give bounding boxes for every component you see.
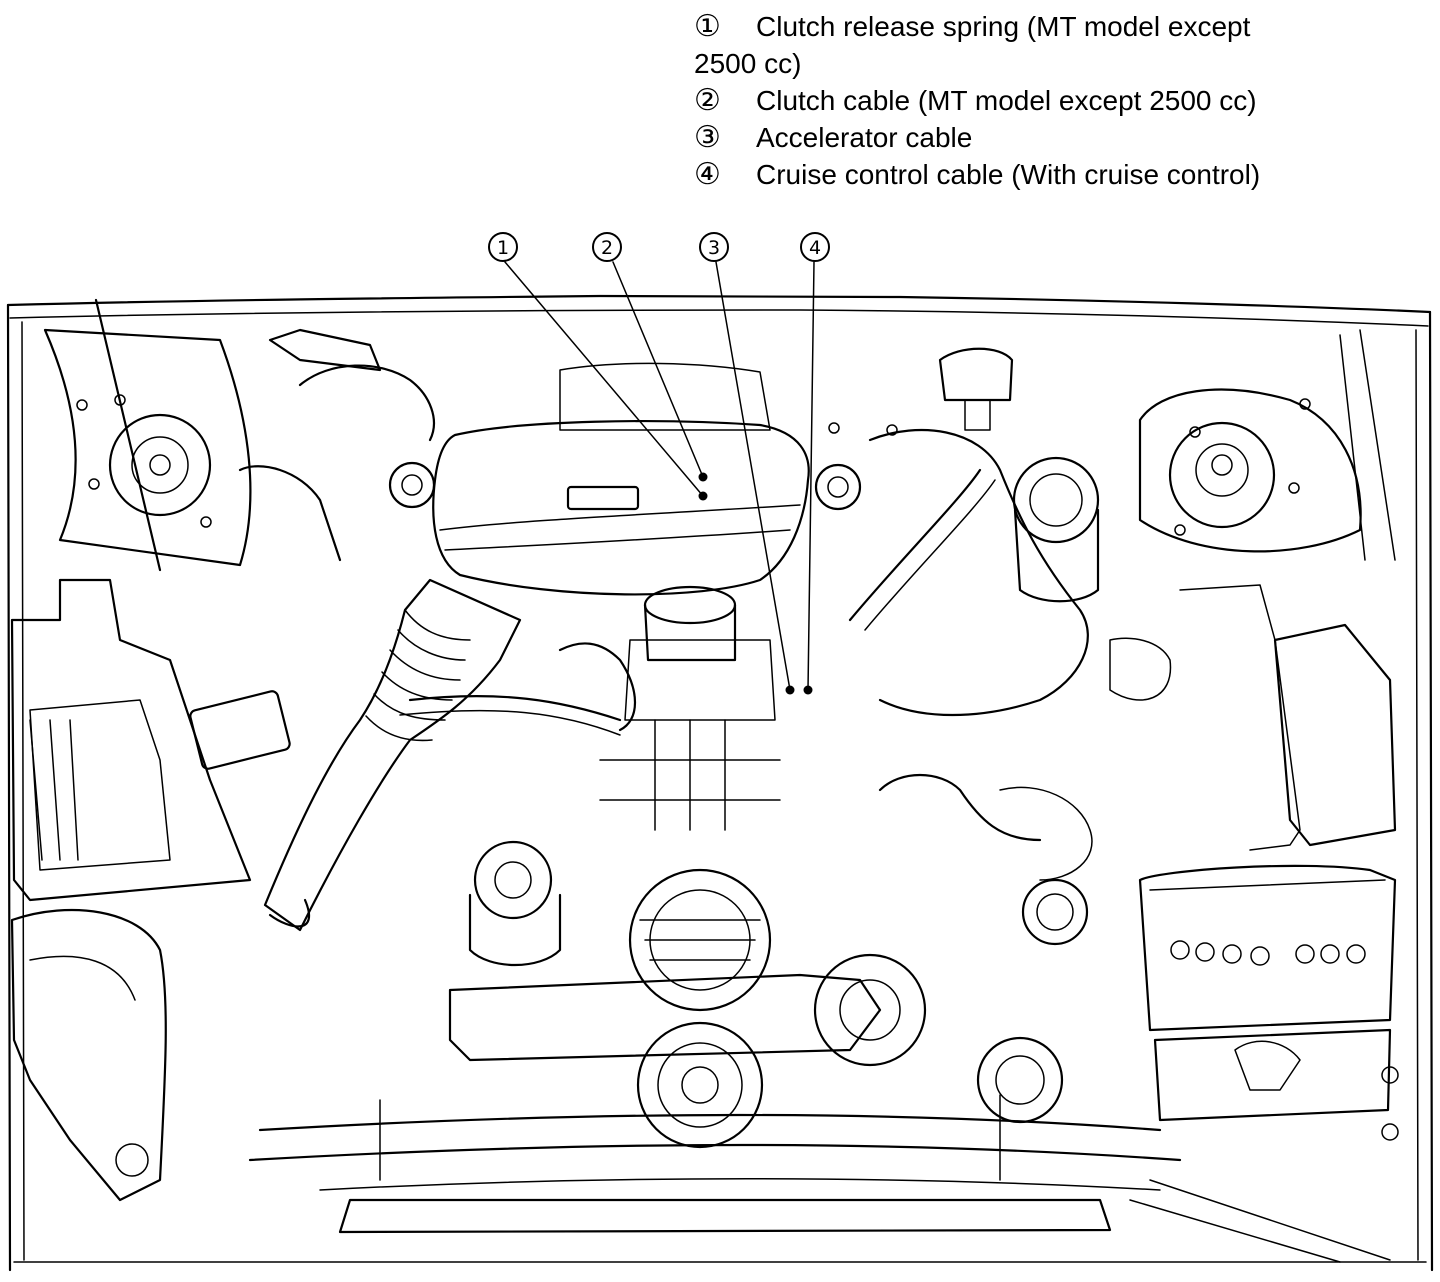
engine-bay-frame (6, 294, 1434, 1272)
legend-item-4: ④ Cruise control cable (With cruise cont… (694, 156, 1394, 193)
callout-4: 4 (800, 232, 830, 262)
legend-text-1-continuation: 2500 cc) (694, 48, 802, 79)
callout-1: 1 (488, 232, 518, 262)
air-intake-duct (263, 578, 522, 932)
callout-2-number: 2 (601, 237, 613, 259)
legend-text-4: Cruise control cable (With cruise contro… (756, 159, 1261, 190)
left-fender-shroud (10, 908, 167, 1202)
legend: ① Clutch release spring (MT model except… (694, 8, 1394, 193)
brake-master-cylinder (938, 347, 1014, 431)
legend-item-3: ③ Accelerator cable (694, 119, 1394, 156)
hoses (238, 328, 1093, 881)
fuse-box (1109, 584, 1397, 851)
timing-belt-cover (448, 953, 927, 1067)
legend-item-1: ① Clutch release spring (MT model except (694, 8, 1394, 45)
legend-text-1: Clutch release spring (MT model except (756, 11, 1251, 42)
legend-marker-4: ④ (694, 158, 721, 191)
legend-text-3: Accelerator cable (756, 122, 973, 153)
legend-item-2: ② Clutch cable (MT model except 2500 cc) (694, 82, 1394, 119)
intake-cover (388, 362, 862, 596)
callout-3: 3 (699, 232, 729, 262)
callout-dots (698, 472, 813, 695)
legend-marker-3: ③ (694, 121, 721, 154)
callout-1-number: 1 (497, 237, 509, 259)
legend-marker-1: ① (694, 10, 721, 43)
reservoir (1012, 456, 1100, 603)
air-cleaner-box (10, 578, 291, 902)
radiator-support (248, 1066, 1399, 1263)
callout-4-number: 4 (809, 237, 821, 259)
left-strut-tower (43, 298, 252, 572)
legend-text-2: Clutch cable (MT model except 2500 cc) (756, 85, 1257, 116)
callout-2: 2 (592, 232, 622, 262)
right-strut-tower (1138, 329, 1396, 561)
throttle-body (599, 585, 781, 831)
oil-filler-cap (468, 840, 562, 966)
right-pulley (976, 878, 1089, 1124)
bolts (76, 394, 1311, 536)
callout-3-number: 3 (708, 237, 720, 259)
alternator (628, 868, 772, 1012)
battery (1138, 864, 1397, 1122)
legend-marker-2: ② (694, 84, 721, 117)
crank-pulley (636, 1021, 764, 1149)
callout-leaders (504, 261, 815, 691)
